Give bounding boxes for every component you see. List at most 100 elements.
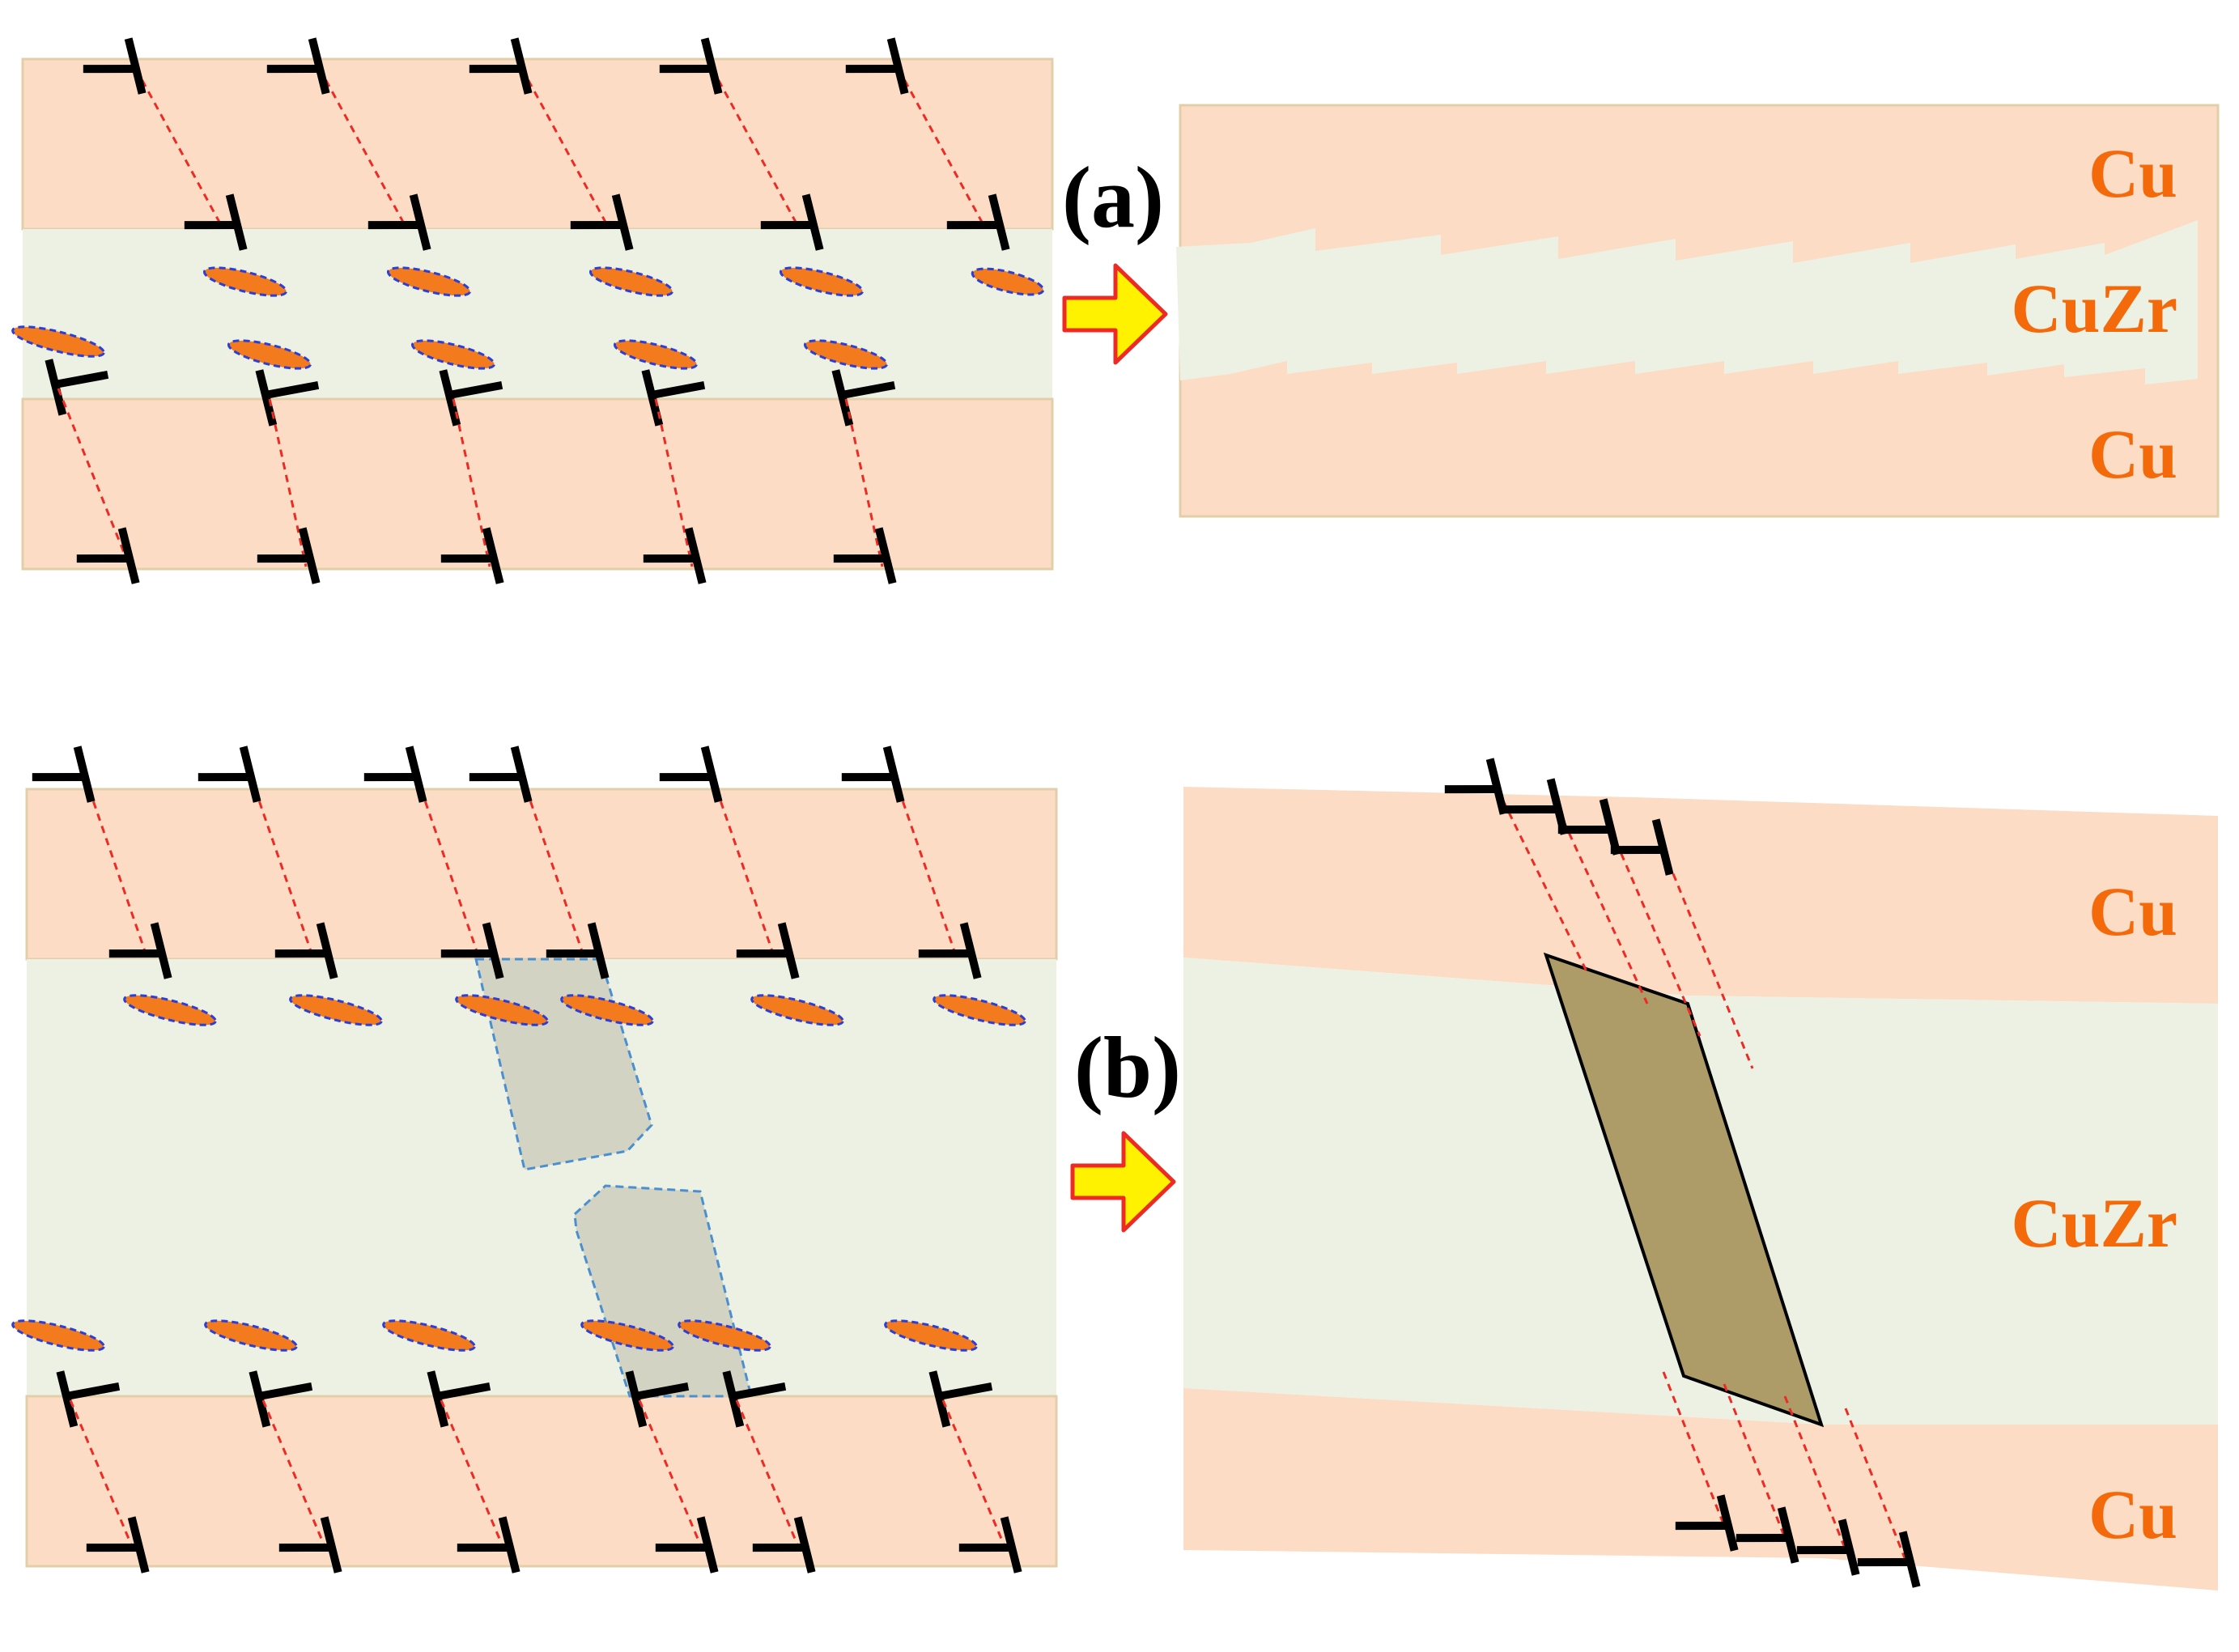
stz-region bbox=[933, 994, 1026, 1026]
stz-region bbox=[588, 266, 674, 297]
layer-label-cuzr: CuZr bbox=[2012, 270, 2177, 347]
edge-dislocation-icon bbox=[278, 1516, 342, 1573]
edge-dislocation-icon bbox=[469, 745, 533, 803]
stz-region bbox=[678, 1319, 771, 1352]
slip-trace bbox=[520, 776, 584, 954]
dislocation-extra-plane bbox=[635, 1382, 690, 1400]
edge-dislocation-icon bbox=[1444, 758, 1508, 815]
stz-region bbox=[779, 266, 865, 297]
edge-dislocation-icon bbox=[108, 922, 172, 979]
dislocation-extra-plane bbox=[651, 380, 706, 399]
edge-dislocation-icon bbox=[546, 922, 610, 979]
edge-dislocation-icon bbox=[439, 369, 503, 427]
edge-dislocation-icon bbox=[257, 527, 321, 584]
slip-trace bbox=[897, 68, 985, 226]
edge-dislocation-icon bbox=[427, 1370, 491, 1428]
stz-region bbox=[382, 1319, 476, 1352]
edge-dislocation-icon bbox=[86, 1516, 150, 1573]
slip-trace bbox=[1662, 1371, 1726, 1527]
slip-trace bbox=[249, 776, 313, 954]
panel-b-dislocation-marks bbox=[11, 745, 1026, 1573]
slip-trace bbox=[1723, 1383, 1787, 1539]
slip-trace bbox=[638, 1399, 706, 1555]
slip-trace bbox=[57, 388, 131, 567]
stz-region bbox=[386, 266, 472, 297]
panel-a-dislocation-marks bbox=[11, 37, 1045, 584]
edge-dislocation-icon bbox=[918, 922, 982, 979]
edge-dislocation-icon bbox=[752, 1516, 816, 1573]
panel-label-b: (b) bbox=[1074, 1020, 1181, 1116]
cu-layer-top bbox=[21, 57, 1054, 231]
slip-trace bbox=[261, 1399, 329, 1555]
edge-dislocation-icon bbox=[1675, 1494, 1739, 1552]
panel-b-before bbox=[11, 745, 1058, 1573]
stz-region bbox=[971, 267, 1045, 296]
slip-trace bbox=[893, 776, 957, 954]
slip-trace bbox=[69, 1399, 137, 1555]
edge-dislocation-icon bbox=[659, 37, 723, 95]
cu-layer-bottom bbox=[1183, 1388, 2218, 1590]
dislocation-extra-plane bbox=[258, 1382, 313, 1400]
layer-label-cu-bottom: Cu bbox=[2088, 1476, 2177, 1553]
edge-dislocation-icon bbox=[643, 527, 707, 584]
edge-dislocation-icon bbox=[845, 37, 909, 95]
slip-trace bbox=[1844, 1408, 1908, 1563]
dislocation-extra-plane bbox=[448, 380, 503, 399]
edge-dislocation-icon bbox=[946, 193, 1010, 251]
edge-dislocation-icon bbox=[184, 193, 248, 251]
edge-dislocation-icon bbox=[440, 527, 504, 584]
slip-trace bbox=[268, 398, 308, 567]
stz-region bbox=[580, 1319, 674, 1352]
dislocation-extra-plane bbox=[732, 1382, 787, 1400]
edge-dislocation-icon bbox=[274, 922, 338, 979]
edge-dislocation-icon bbox=[457, 1516, 520, 1573]
edge-dislocation-icon bbox=[266, 37, 330, 95]
stz-region bbox=[455, 994, 549, 1026]
edge-dislocation-icon bbox=[368, 193, 431, 251]
panel-label-a: (a) bbox=[1062, 150, 1164, 246]
slip-trace bbox=[654, 398, 694, 567]
slip-trace bbox=[1783, 1395, 1847, 1551]
edge-dislocation-icon bbox=[659, 745, 723, 803]
edge-dislocation-icon bbox=[831, 369, 896, 427]
edge-dislocation-icon bbox=[56, 1370, 121, 1428]
edge-dislocation-icon bbox=[1736, 1506, 1799, 1564]
slip-trace bbox=[1609, 829, 1702, 1037]
dislocation-extra-plane bbox=[938, 1382, 993, 1400]
edge-dislocation-icon bbox=[45, 359, 109, 416]
slip-trace bbox=[134, 68, 223, 226]
layer-label-cu-bottom: Cu bbox=[2088, 415, 2177, 493]
cuzr-layer bbox=[23, 229, 1052, 399]
panel-a-after: Cu CuZr Cu bbox=[1176, 104, 2220, 518]
slip-trace bbox=[1557, 809, 1649, 1004]
edge-dislocation-icon bbox=[655, 1516, 719, 1573]
slip-trace bbox=[844, 398, 884, 567]
edge-dislocation-icon bbox=[1557, 798, 1621, 856]
slip-trace bbox=[941, 1399, 1009, 1555]
stz-region bbox=[204, 1319, 298, 1352]
edge-dislocation-icon bbox=[76, 527, 140, 584]
slip-trace bbox=[415, 776, 479, 954]
edge-dislocation-icon bbox=[249, 1370, 313, 1428]
edge-dislocation-icon bbox=[469, 37, 533, 95]
stz-region bbox=[560, 994, 654, 1026]
slip-trace bbox=[440, 1399, 508, 1555]
edge-dislocation-icon bbox=[1796, 1518, 1860, 1576]
dislocation-extra-plane bbox=[66, 1382, 121, 1400]
cu-layer-top bbox=[1183, 787, 2218, 1004]
stz-region bbox=[11, 1319, 105, 1352]
edge-dislocation-icon bbox=[363, 745, 427, 803]
edge-dislocation-icon bbox=[736, 922, 800, 979]
edge-dislocation-icon bbox=[958, 1516, 1022, 1573]
edge-dislocation-icon bbox=[1857, 1531, 1921, 1588]
stz-region bbox=[750, 994, 844, 1026]
stz-region bbox=[410, 339, 496, 370]
edge-dislocation-icon bbox=[440, 922, 504, 979]
right-arrow-icon bbox=[1062, 263, 1168, 365]
cu-layer-bottom bbox=[25, 1395, 1058, 1568]
cuzr-serrated-band bbox=[1176, 220, 2198, 384]
edge-dislocation-icon bbox=[760, 193, 824, 251]
slip-trace bbox=[452, 398, 491, 567]
layer-label-cu-top: Cu bbox=[2088, 873, 2177, 950]
